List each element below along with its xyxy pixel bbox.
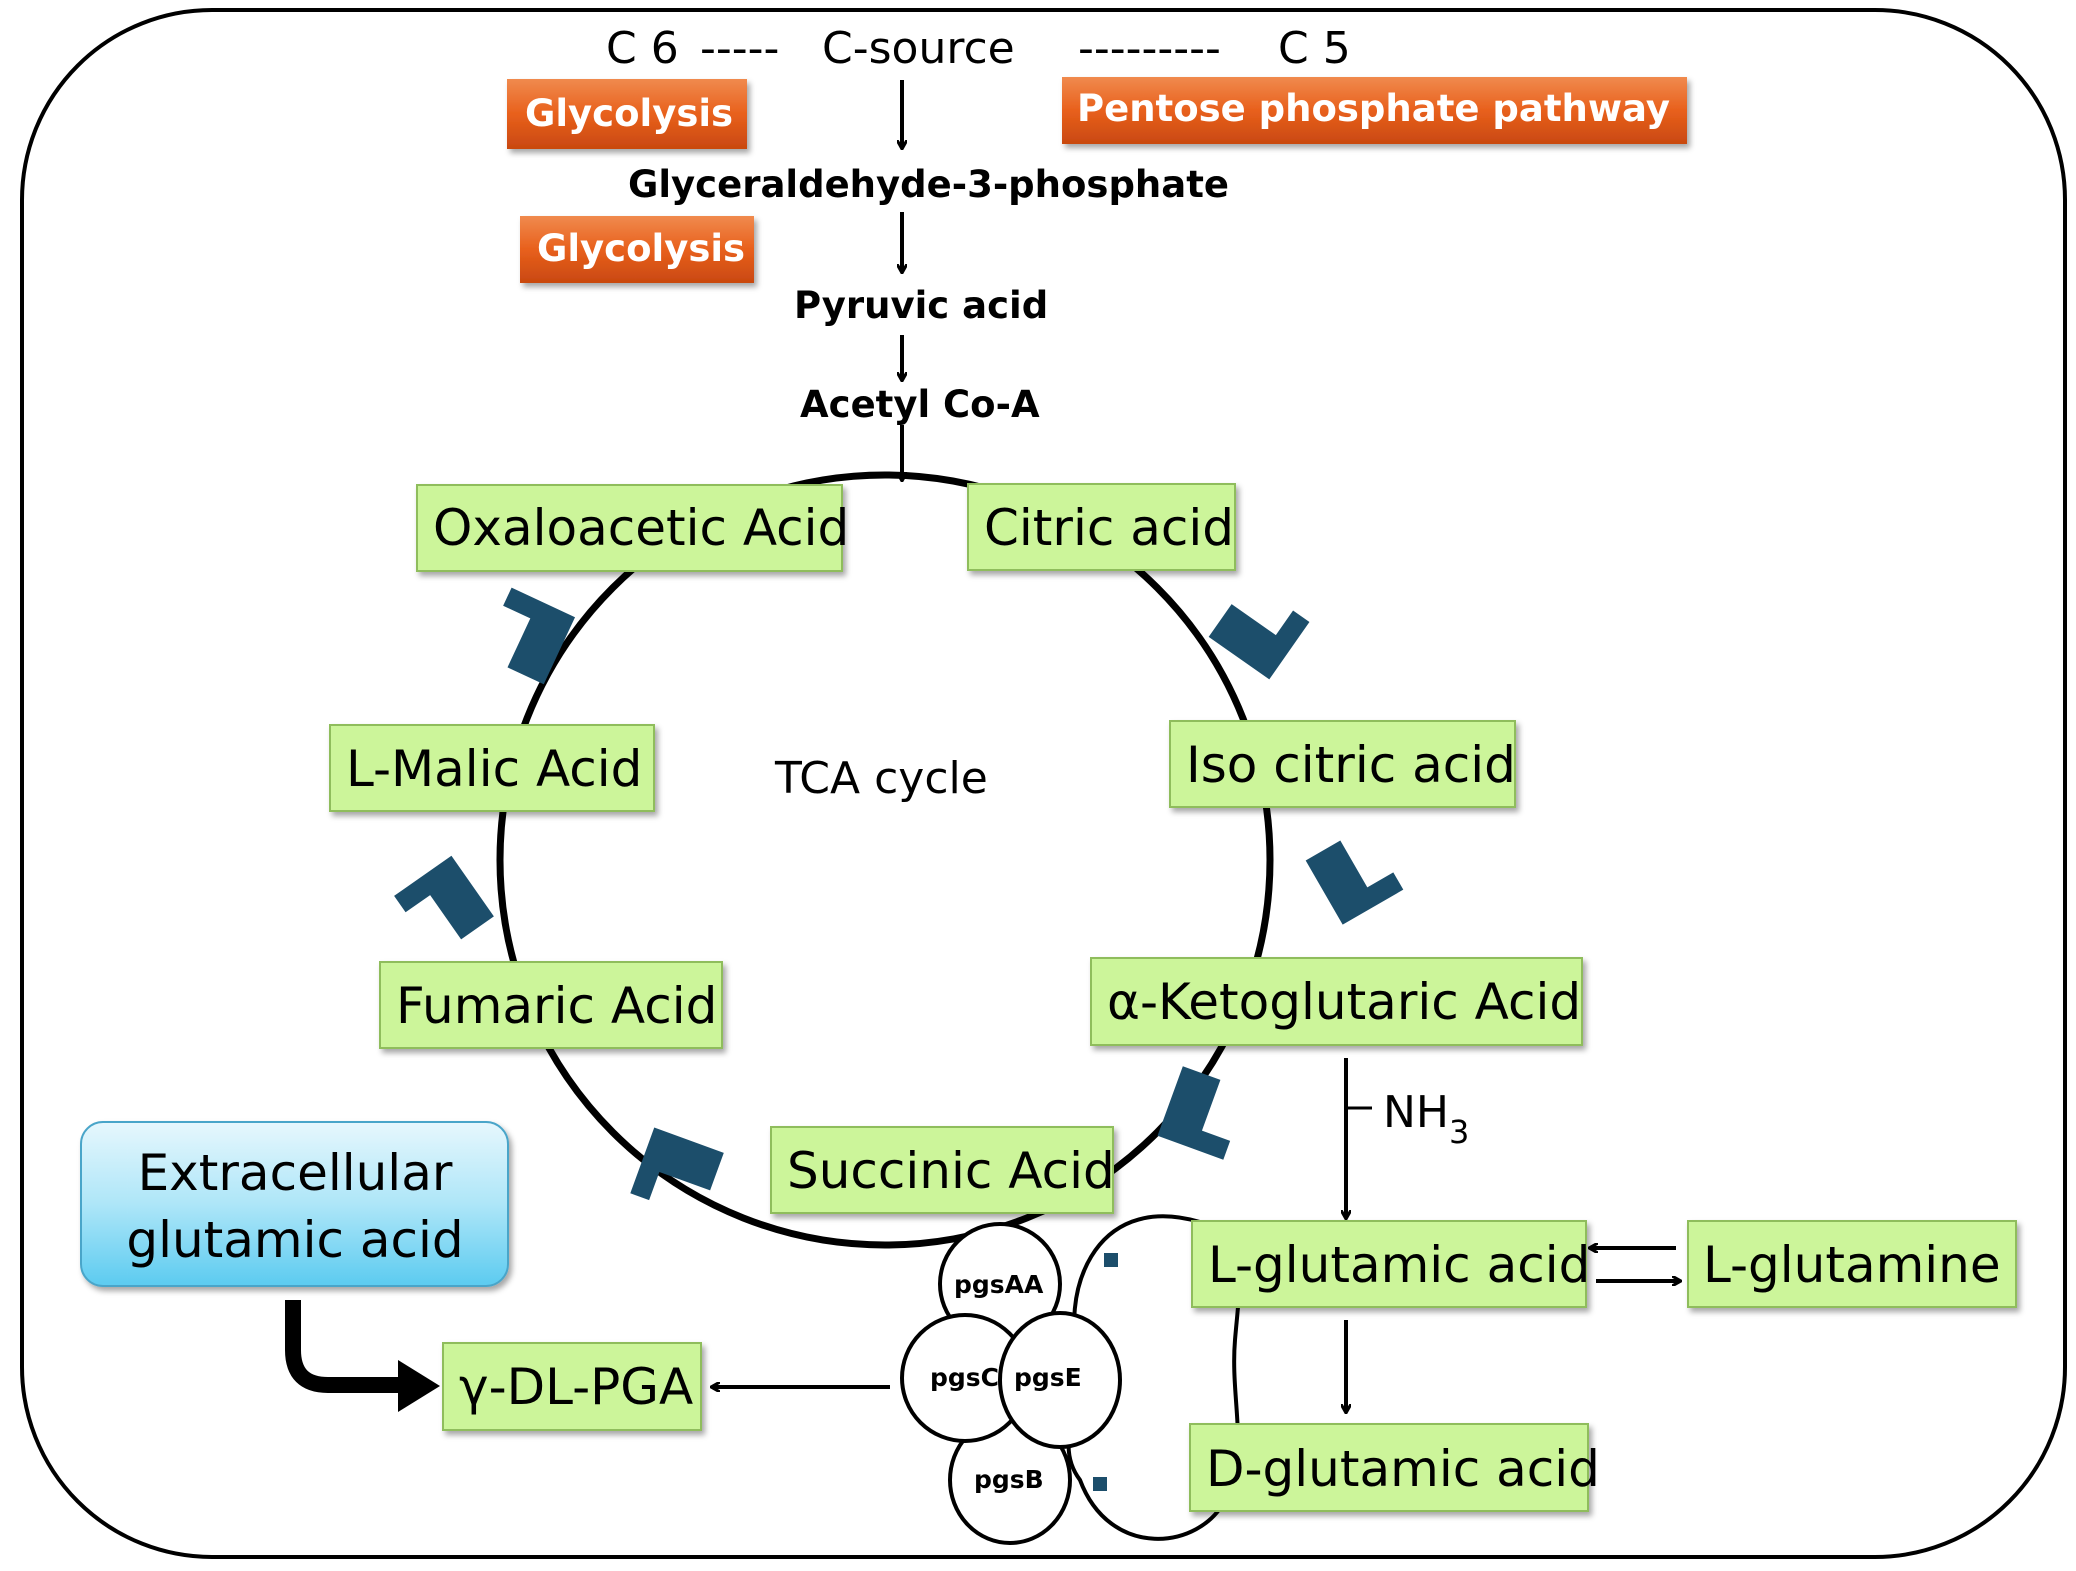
g3p-label: Glyceraldehyde-3-phosphate: [628, 163, 1229, 206]
pyruvic-label: Pyruvic acid: [794, 284, 1048, 327]
alpha-ketoglutaric-acid-box: α-Ketoglutaric Acid: [1090, 957, 1583, 1046]
svg-text:L-glutamic acid: L-glutamic acid: [1208, 1236, 1590, 1294]
pgsE-ellipse: [998, 1311, 1122, 1449]
c-source-label: C-source: [822, 23, 1015, 74]
citric-acid-box: Citric acid: [967, 483, 1236, 571]
dash-left: -----: [700, 23, 779, 74]
tca-cycle-ring: [496, 471, 1274, 1249]
pgsB-label: pgsB: [974, 1465, 1044, 1494]
acetyl-coa-label: Acetyl Co-A: [800, 383, 1040, 426]
svg-text:glutamic acid: glutamic acid: [126, 1211, 463, 1269]
membrane-marker-top: [1104, 1253, 1118, 1267]
d-glutamic-acid-box: D-glutamic acid: [1189, 1423, 1600, 1512]
pgsC-label: pgsC: [930, 1363, 999, 1392]
enzyme-marker-5: [394, 855, 494, 940]
outer-frame: [20, 8, 2067, 1559]
isocitric-acid-box: Iso citric acid: [1169, 720, 1516, 808]
fumaric-acid-box: Fumaric Acid: [379, 961, 723, 1049]
svg-text:γ-DL-PGA: γ-DL-PGA: [459, 1358, 693, 1416]
l-glutamine-box: L-glutamine: [1687, 1220, 2017, 1308]
pgsE-label: pgsE: [1014, 1363, 1082, 1392]
glycolysis-pill-1: Glycolysis: [507, 79, 747, 149]
c5-label: C 5: [1278, 23, 1351, 74]
tca-cycle-label: TCA cycle: [774, 753, 988, 804]
enzyme-marker-2: [1305, 840, 1404, 925]
glycolysis-pill-2: Glycolysis: [520, 216, 754, 283]
enzyme-marker-3: [1157, 1066, 1231, 1160]
enzyme-marker-6: [503, 587, 576, 685]
arrow-extracellular-head: [398, 1360, 440, 1412]
svg-text:L-Malic Acid: L-Malic Acid: [346, 740, 642, 798]
gamma-dl-pga-box: γ-DL-PGA: [442, 1342, 702, 1431]
pgsAA-label: pgsAA: [954, 1270, 1044, 1299]
dash-right: ---------: [1078, 23, 1221, 74]
svg-text:Glycolysis: Glycolysis: [525, 92, 733, 135]
pentose-phosphate-pill: Pentose phosphate pathway: [1062, 77, 1687, 144]
extracellular-glutamic-box: Extracellular glutamic acid: [80, 1121, 509, 1287]
l-glutamic-acid-box: L-glutamic acid: [1191, 1220, 1590, 1308]
oxaloacetic-acid-box: Oxaloacetic Acid: [416, 484, 849, 572]
enzyme-marker-4: [630, 1127, 724, 1201]
svg-text:L-glutamine: L-glutamine: [1703, 1236, 2001, 1294]
svg-text:α-Ketoglutaric Acid: α-Ketoglutaric Acid: [1107, 973, 1581, 1031]
svg-text:Succinic Acid: Succinic Acid: [787, 1142, 1115, 1200]
svg-text:Glycolysis: Glycolysis: [537, 227, 745, 270]
svg-text:D-glutamic acid: D-glutamic acid: [1206, 1440, 1600, 1498]
svg-text:Fumaric Acid: Fumaric Acid: [396, 977, 717, 1035]
pgs-complex: [900, 1222, 1122, 1545]
svg-text:Oxaloacetic Acid: Oxaloacetic Acid: [433, 499, 849, 557]
nh3-label: NH3: [1383, 1087, 1469, 1151]
l-malic-acid-box: L-Malic Acid: [329, 724, 655, 812]
enzyme-marker-1: [1208, 604, 1310, 680]
arrow-extracellular-to-pga: [285, 1300, 400, 1393]
svg-text:Citric acid: Citric acid: [984, 499, 1234, 557]
svg-text:Pentose phosphate pathway: Pentose phosphate pathway: [1077, 87, 1670, 130]
svg-text:Extracellular: Extracellular: [138, 1144, 453, 1202]
c6-label: C 6: [606, 23, 679, 74]
svg-text:Iso citric acid: Iso citric acid: [1186, 736, 1516, 794]
membrane-marker-bottom: [1093, 1477, 1107, 1491]
succinic-acid-box: Succinic Acid: [770, 1126, 1115, 1214]
